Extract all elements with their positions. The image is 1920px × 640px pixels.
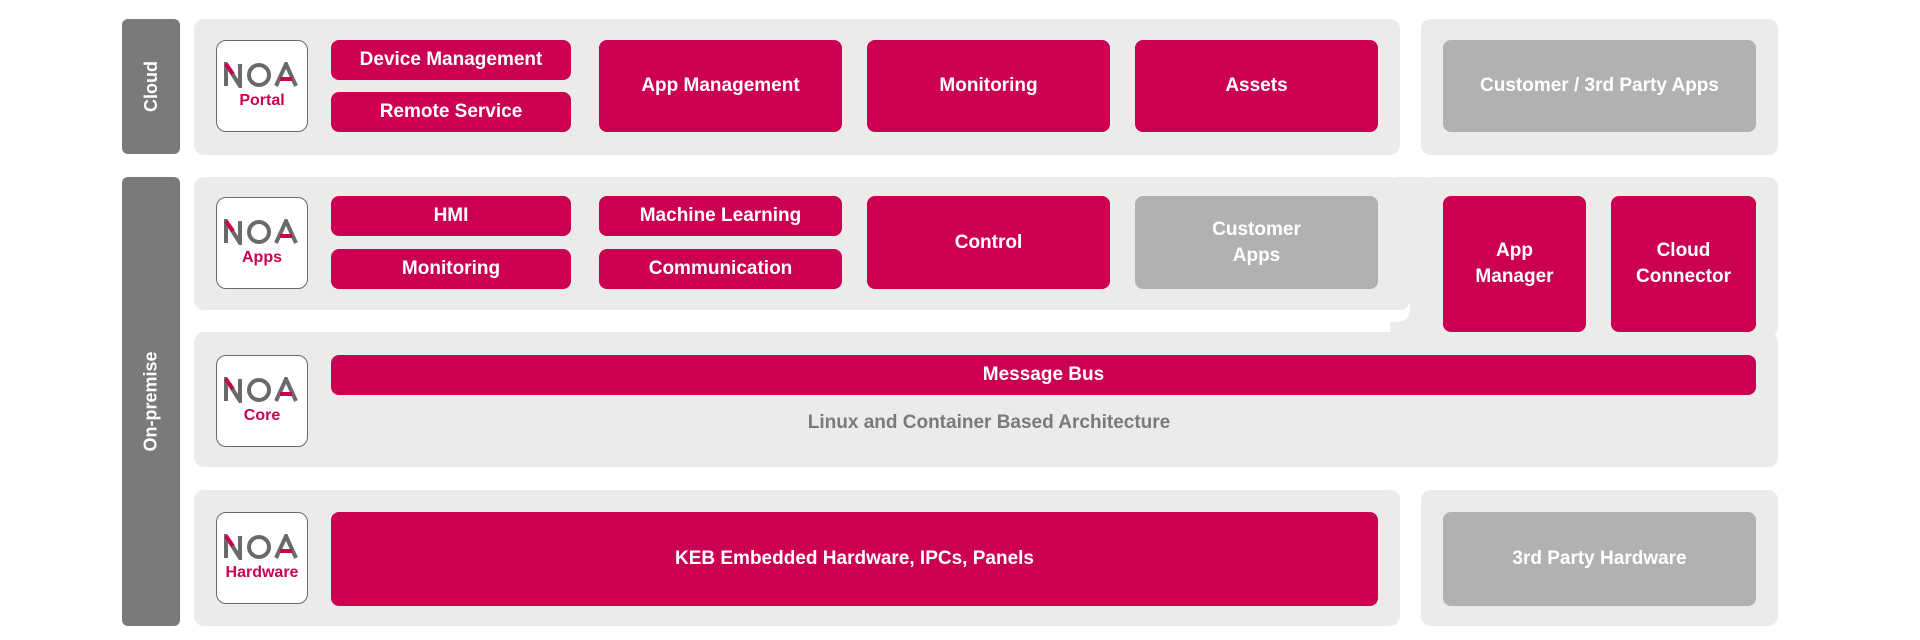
monitoring-box: Monitoring (867, 40, 1110, 132)
cloud-connector-box: Cloud Connector (1611, 196, 1756, 332)
architecture-caption: Linux and Container Based Architecture (807, 412, 1171, 433)
assets-box: Assets (1135, 40, 1378, 132)
portal-logo-label: Portal (239, 92, 285, 109)
machine-learning-box: Machine Learning (599, 196, 842, 236)
customer-apps-box: Customer Apps (1135, 196, 1378, 289)
third-party-hardware-box: 3rd Party Hardware (1443, 512, 1756, 606)
noa-wordmark-icon (224, 534, 298, 560)
remote-service-box: Remote Service (331, 92, 571, 132)
device-management-box: Device Management (331, 40, 571, 80)
core-panel (194, 332, 1778, 467)
customer-third-party-apps-box: Customer / 3rd Party Apps (1443, 40, 1756, 132)
communication-box: Communication (599, 249, 842, 289)
on-premise-section-text: On-premise (140, 351, 161, 452)
on-premise-section-label: On-premise (122, 177, 180, 626)
message-bus-box: Message Bus (331, 355, 1756, 395)
apps-monitoring-box: Monitoring (331, 249, 571, 289)
panel-corner-bridge (1400, 177, 1421, 310)
cloud-section-text: Cloud (140, 61, 161, 112)
noa-portal-logo: Portal (216, 40, 308, 132)
app-manager-box: App Manager (1443, 196, 1586, 332)
hmi-box: HMI (331, 196, 571, 236)
noa-wordmark-icon (224, 377, 298, 403)
noa-wordmark-icon (224, 62, 298, 88)
cloud-section-label: Cloud (122, 19, 180, 154)
apps-logo-label: Apps (242, 249, 282, 266)
noa-core-logo: Core (216, 355, 308, 447)
noa-apps-logo: Apps (216, 197, 308, 289)
core-logo-label: Core (243, 407, 281, 424)
panel-corner-cap (1390, 290, 1410, 310)
app-management-box: App Management (599, 40, 842, 132)
noa-hardware-logo: Hardware (216, 512, 308, 604)
hardware-logo-label: Hardware (225, 564, 299, 581)
control-box: Control (867, 196, 1110, 289)
keb-hardware-box: KEB Embedded Hardware, IPCs, Panels (331, 512, 1378, 606)
noa-wordmark-icon (224, 219, 298, 245)
